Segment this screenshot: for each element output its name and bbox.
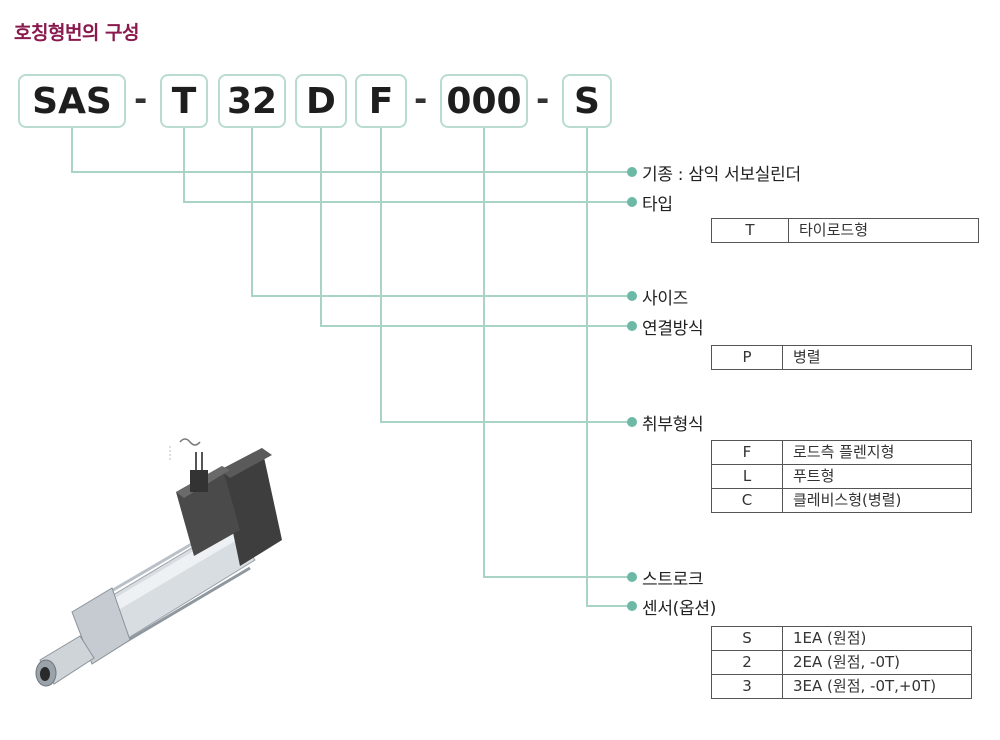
label-connection: 연결방식 — [642, 319, 704, 339]
sensor-code: 2 — [711, 650, 783, 675]
connector-stroke — [483, 128, 632, 578]
connection-code: P — [711, 345, 783, 370]
label-type: 타입 — [642, 195, 673, 215]
dot-size — [627, 291, 637, 301]
sensor-desc: 2EA (원점, -0T) — [782, 650, 972, 675]
code-part-mounting: F — [355, 74, 407, 128]
dot-standard — [627, 167, 637, 177]
type-code: T — [711, 218, 789, 243]
sensor-desc: 1EA (원점) — [782, 626, 972, 651]
table-row: S 1EA (원점) — [711, 626, 972, 651]
mounting-desc: 푸트형 — [782, 464, 972, 489]
label-standard: 기종 : 삼익 서보실린더 — [642, 165, 801, 185]
table-row: F 로드측 플렌지형 — [711, 440, 972, 465]
mounting-code: C — [711, 488, 783, 513]
mounting-code: L — [711, 464, 783, 489]
code-part-stroke: 000 — [440, 74, 528, 128]
code-separator: - — [536, 80, 550, 118]
connection-desc: 병렬 — [782, 345, 972, 370]
dot-sensor — [627, 601, 637, 611]
connector-standard — [71, 128, 632, 173]
table-row: T 타이로드형 — [711, 218, 979, 243]
connector-type — [183, 128, 632, 203]
code-part-size: 32 — [218, 74, 286, 128]
connector-sensor — [586, 128, 632, 607]
connector-size — [251, 128, 632, 297]
code-part-series: SAS — [18, 74, 126, 128]
code-separator: - — [134, 80, 148, 118]
type-table: T 타이로드형 — [711, 218, 979, 243]
mounting-code: F — [711, 440, 783, 465]
code-part-connection: D — [295, 74, 347, 128]
dot-mounting — [627, 417, 637, 427]
sensor-table: S 1EA (원점) 2 2EA (원점, -0T) 3 3EA (원점, -0… — [711, 626, 972, 699]
table-row: L 푸트형 — [711, 464, 972, 489]
sensor-code: S — [711, 626, 783, 651]
sensor-code: 3 — [711, 674, 783, 699]
dot-connection — [627, 321, 637, 331]
mounting-table: F 로드측 플렌지형 L 푸트형 C 클레비스형(병렬) — [711, 440, 972, 513]
connection-table: P 병렬 — [711, 345, 972, 370]
servo-cylinder-illustration — [35, 438, 282, 687]
label-sensor: 센서(옵션) — [642, 599, 717, 619]
label-size: 사이즈 — [642, 289, 689, 309]
type-desc: 타이로드형 — [788, 218, 979, 243]
mounting-desc: 로드측 플렌지형 — [782, 440, 972, 465]
dot-stroke — [627, 572, 637, 582]
table-row: C 클레비스형(병렬) — [711, 488, 972, 513]
table-row: P 병렬 — [711, 345, 972, 370]
label-stroke: 스트로크 — [642, 570, 704, 590]
table-row: 2 2EA (원점, -0T) — [711, 650, 972, 675]
label-mounting: 취부형식 — [642, 415, 704, 435]
code-part-type: T — [160, 74, 208, 128]
page-title: 호칭형번의 구성 — [14, 22, 139, 44]
connector-mounting — [380, 128, 632, 423]
code-part-sensor: S — [562, 74, 612, 128]
table-row: 3 3EA (원점, -0T,+0T) — [711, 674, 972, 699]
code-separator: - — [414, 80, 428, 118]
connector-connection — [320, 128, 632, 327]
dot-type — [627, 197, 637, 207]
mounting-desc: 클레비스형(병렬) — [782, 488, 972, 513]
sensor-desc: 3EA (원점, -0T,+0T) — [782, 674, 972, 699]
